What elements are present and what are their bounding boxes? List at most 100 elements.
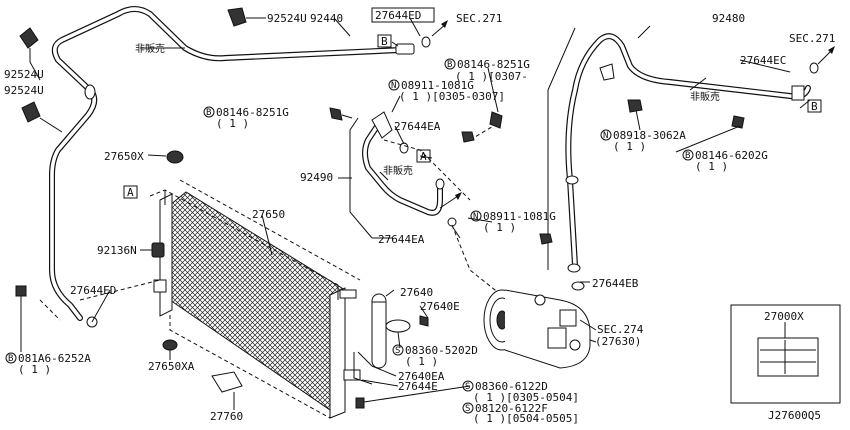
label-08911-1081g-top-sub: ( 1 )[0305-0307] [399, 90, 505, 103]
label-27644e: 27644E [398, 380, 438, 393]
clip-92524u-top [227, 7, 262, 27]
label-box-27000x [730, 304, 841, 404]
svg-text:N: N [473, 212, 478, 222]
box-a-mid: A [416, 149, 431, 163]
clamp-27640e [385, 315, 429, 333]
sensor-92136n [140, 242, 165, 258]
clip-92524u-left2 [21, 101, 63, 133]
label-27650x: 27650X [104, 150, 144, 163]
svg-text:A: A [127, 186, 134, 199]
label-hanbai-mid: 非販売 [383, 164, 413, 177]
pipe-92480 [565, 33, 811, 273]
svg-text:B: B [206, 108, 211, 118]
label-08360-5202d: 08360-5202D [405, 344, 478, 357]
label-92524u-top: 92524U [267, 12, 307, 25]
svg-text:S: S [465, 382, 470, 392]
compressor-sec274 [483, 289, 597, 369]
label-hanbai-right: 非販売 [690, 90, 720, 103]
label-sec274-sub: (27630) [595, 335, 641, 348]
svg-text:B: B [8, 354, 13, 364]
svg-text:B: B [685, 151, 690, 161]
fitting-27644ec [809, 62, 819, 74]
condenser-27650 [153, 190, 361, 419]
label-08911-1081g-mid-sub: ( 1 ) [483, 221, 516, 234]
label-08918-3062a: 08918-3062A [613, 129, 686, 142]
label-hanbai-left: 非販売 [135, 42, 165, 55]
nut-08911-1081g-top [461, 131, 475, 143]
label-27000x: 27000X [764, 310, 804, 323]
pipe-92440 [49, 6, 415, 328]
svg-text:N: N [603, 131, 608, 141]
bolt-08360-6122d [355, 397, 365, 409]
bracket-92480 [547, 27, 576, 270]
label-08911-1081g-top: 08911-1081G [401, 79, 474, 92]
svg-text:N: N [391, 81, 396, 91]
box-b-left: B [377, 34, 392, 48]
label-sec271-right: SEC.271 [789, 32, 835, 45]
label-08360-5202d-sub: ( 1 ) [405, 355, 438, 368]
label-92490: 92490 [300, 171, 333, 184]
part-labels: 92524U 92440 27644ED SEC.271 非販売 92524U … [4, 9, 835, 425]
label-08911-1081g-mid: 08911-1081G [483, 210, 556, 223]
label-92440: 92440 [310, 12, 343, 25]
label-92524u-l2: 92524U [4, 84, 44, 97]
label-27644ed-top: 27644ED [375, 9, 421, 22]
bracket-92490 [349, 117, 392, 239]
label-27644ea-top: 27644EA [394, 120, 441, 133]
label-08146-8251g-mid: 08146-8251G [216, 106, 289, 119]
label-08146-6202g: 08146-6202G [695, 149, 768, 162]
svg-text:A: A [420, 150, 427, 163]
label-sec274: SEC.274 [597, 323, 644, 336]
bracket-27640ea [353, 351, 373, 385]
svg-text:B: B [381, 35, 388, 48]
label-08918-3062a-sub: ( 1 ) [613, 140, 646, 153]
svg-text:B: B [811, 100, 818, 113]
arrow-sec271-right [817, 46, 835, 65]
label-27644ea-bot: 27644EA [378, 233, 425, 246]
svg-text:S: S [395, 346, 400, 356]
label-08146-8251g-top-sub: ( 1 )[0307- [455, 70, 528, 83]
bolt-08146-6202g [731, 115, 745, 129]
arrow-sec271-left [431, 20, 448, 37]
label-27650xa: 27650XA [148, 360, 195, 373]
label-92136n: 92136N [97, 244, 137, 257]
dash-lines-condenser [39, 179, 361, 419]
label-08360-6122d: 08360-6122D [475, 380, 548, 393]
label-08146-8251g-mid-sub: ( 1 ) [216, 117, 249, 130]
box-27644ed-top [371, 7, 435, 23]
label-27640e: 27640E [420, 300, 460, 313]
label-08360-6122d-sub: ( 1 )[0305-0504] [473, 391, 579, 404]
bolt-08146-8251g-top [489, 111, 503, 129]
pipe-92490 [362, 111, 457, 227]
nut-08911-1081g-mid [539, 233, 553, 245]
fitting-27644ed-top [421, 36, 431, 48]
diagram-id: J27600Q5 [768, 409, 821, 422]
label-08146-6202g-sub: ( 1 ) [695, 160, 728, 173]
label-sec271-left: SEC.271 [456, 12, 502, 25]
arrow-center [439, 192, 462, 209]
cap-27650xa [162, 339, 178, 360]
receiver-27640 [371, 293, 387, 369]
bolt-08146-8251g-mid [329, 107, 353, 121]
label-27644ec: 27644EC [740, 54, 786, 67]
label-27640ea: 27640EA [398, 370, 445, 383]
clip-92524u-left1 [19, 27, 39, 62]
label-92480: 92480 [712, 12, 745, 25]
cap-27650x [147, 150, 184, 164]
bolt-081a6-6252a [15, 285, 27, 345]
box-a-left: A [123, 185, 138, 199]
label-27640: 27640 [400, 286, 433, 299]
label-27644ed-bot: 27644ED [70, 284, 116, 297]
svg-text:B: B [447, 60, 452, 70]
label-92524u-l1: 92524U [4, 68, 44, 81]
label-27650: 27650 [252, 208, 285, 221]
label-08120-6122f: 08120-6122F [475, 402, 548, 415]
label-27644eb: 27644EB [592, 277, 639, 290]
label-081a6-6252a: 081A6-6252A [18, 352, 91, 365]
label-08120-6122f-sub: ( 1 )[0504-0505] [473, 412, 579, 425]
label-081a6-6252a-sub: ( 1 ) [18, 363, 51, 376]
nut-08918-3062a [627, 99, 643, 113]
label-27760: 27760 [210, 410, 243, 423]
